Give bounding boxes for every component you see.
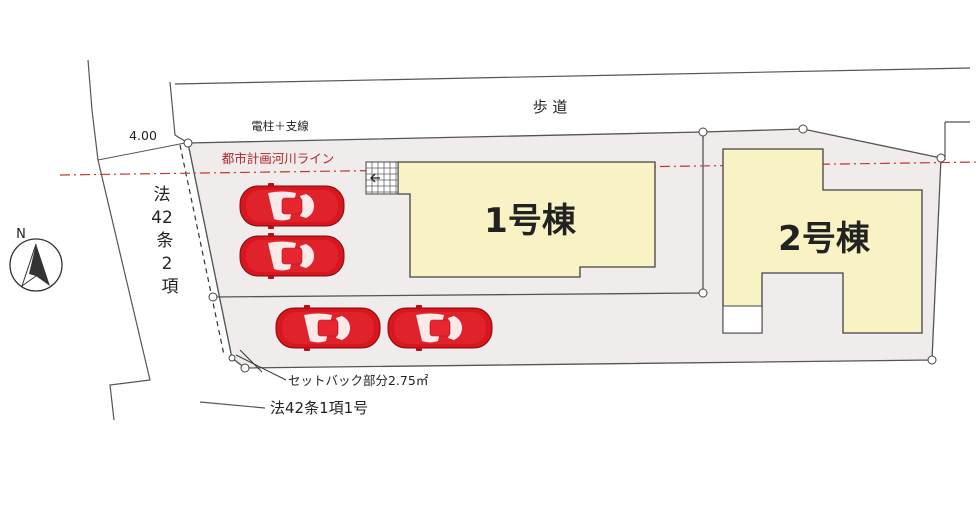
- north-label: N: [16, 227, 26, 242]
- lot-divider-horizontal: [212, 292, 704, 298]
- setback-leader: [235, 354, 287, 381]
- road-left-label-3: 条: [157, 231, 174, 251]
- car-1: [239, 182, 345, 230]
- road-left-label-4: 2: [162, 254, 173, 274]
- building-1: [397, 161, 656, 278]
- north-arrow-icon: [9, 238, 63, 292]
- sidewalk-right-edge: [944, 121, 970, 160]
- building-2-porch: [722, 305, 763, 334]
- car-4: [387, 304, 493, 352]
- road-left-label-2: 42: [151, 208, 173, 228]
- sidewalk-line: [174, 67, 971, 85]
- building-2-label: 2号棟: [778, 219, 871, 259]
- road-left-label-1: 法: [154, 185, 171, 205]
- car-2: [239, 232, 345, 280]
- road-width-line: [97, 141, 191, 161]
- pole-label: 電柱＋支線: [251, 119, 309, 133]
- entrance-arrow-icon: [370, 173, 380, 183]
- car-3: [275, 304, 381, 352]
- road-width-label: 4.00: [129, 128, 157, 143]
- road-leader: [239, 349, 263, 373]
- setback-label: セットバック部分2.75㎡: [288, 373, 429, 388]
- road-left-label-5: 項: [162, 277, 179, 297]
- road-left-outline: [87, 59, 151, 421]
- road-bottom-label: 法42条1項1号: [270, 399, 368, 417]
- sidewalk-label: 歩 道: [533, 98, 568, 116]
- road-bottom-line: [199, 401, 266, 409]
- river-line-label: 都市計画河川ライン: [222, 151, 335, 166]
- boundary-markers: [183, 124, 946, 373]
- building-1-label: 1号棟: [484, 201, 577, 241]
